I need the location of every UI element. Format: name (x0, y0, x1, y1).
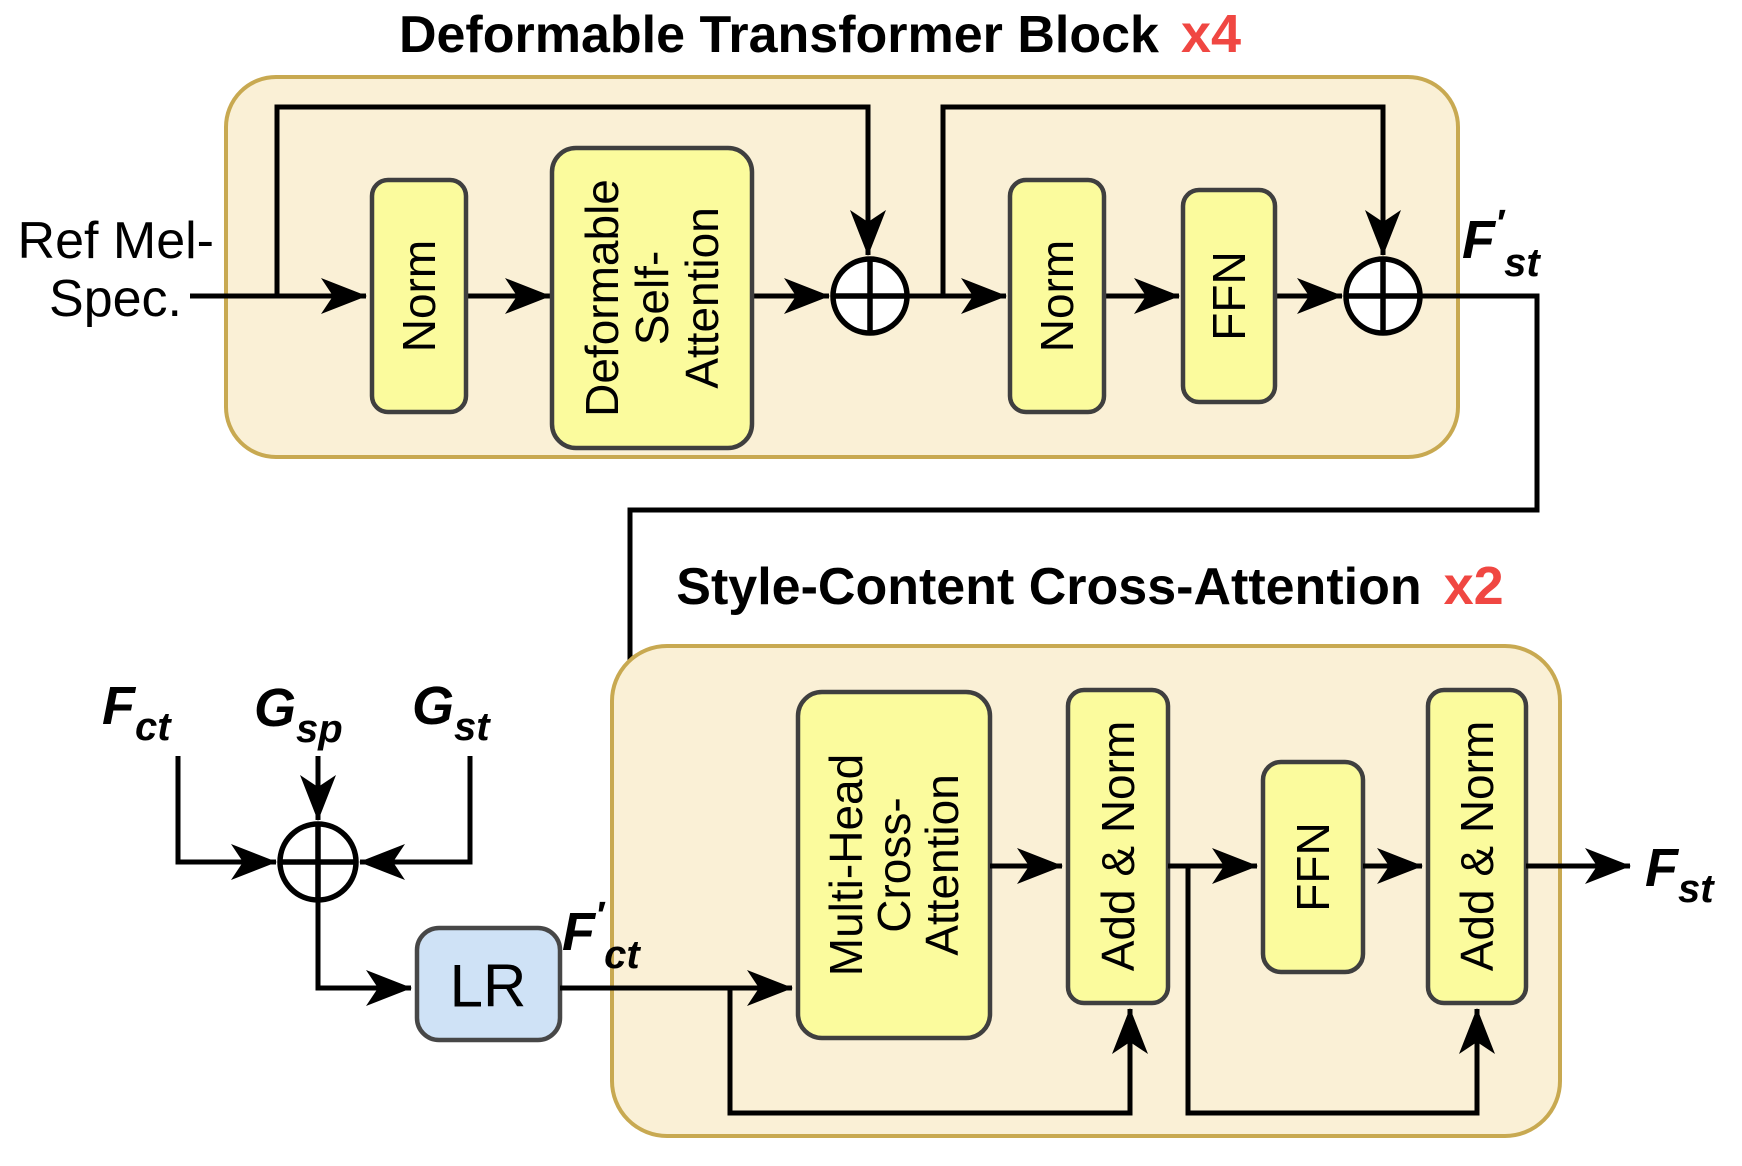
deformable-block-multiplier: x4 (1181, 4, 1241, 64)
adder-2 (1343, 256, 1423, 336)
lr-label: LR (450, 953, 527, 1020)
multi-head-cross-attention-label-line1: Multi-Head (820, 754, 872, 976)
norm2-label: Norm (1031, 240, 1083, 352)
norm1-label: Norm (393, 240, 445, 352)
ffn-bottom-label: FFN (1287, 822, 1339, 911)
residual-skip-1 (274, 104, 886, 296)
deformable-transformer-container (224, 75, 1460, 459)
norm1-box (369, 177, 469, 415)
adder-3 (277, 821, 359, 903)
f-st-label: Fst (1645, 838, 1715, 911)
ffn-top-label: FFN (1203, 251, 1255, 340)
f-ct-prime-label: F′ct (562, 895, 641, 977)
cross-attention-block-multiplier: x2 (1444, 556, 1504, 616)
multi-head-cross-attention-label-line3: Attention (916, 774, 968, 956)
adder3-to-lr-arrow (315, 900, 412, 1006)
f-ct-arrow (175, 756, 277, 880)
adder-1 (830, 256, 910, 336)
f-ct-label: Fct (102, 676, 172, 749)
residual-skip-3 (727, 988, 1148, 1116)
deformable-self-attention-label-line2: Self- (626, 251, 678, 346)
lr-box (414, 925, 563, 1043)
deformable-self-attention-label-line1: Deformable (576, 179, 628, 417)
residual-skip-2 (940, 104, 1401, 296)
add-norm1-box (1065, 687, 1171, 1006)
add-norm1-label: Add & Norm (1092, 721, 1144, 972)
norm2-box (1007, 177, 1107, 415)
add-norm2-label: Add & Norm (1451, 721, 1503, 972)
add-norm2-box (1425, 687, 1529, 1006)
residual-skip-4 (1185, 866, 1495, 1116)
ffn-top-box (1180, 187, 1278, 405)
g-st-label: Gst (412, 676, 491, 749)
ref-mel-spec-label-line2: Spec. (49, 270, 182, 328)
f-st-prime-label: F′st (1462, 203, 1541, 285)
g-st-arrow (359, 756, 473, 880)
deformable-self-attention-label-line3: Attention (676, 207, 728, 389)
deformable-self-attention-box (549, 145, 755, 451)
g-sp-label: Gsp (254, 678, 343, 751)
multi-head-cross-attention-label-line2: Cross- (868, 797, 920, 932)
ref-mel-spec-label-line1: Ref Mel- (18, 212, 214, 270)
